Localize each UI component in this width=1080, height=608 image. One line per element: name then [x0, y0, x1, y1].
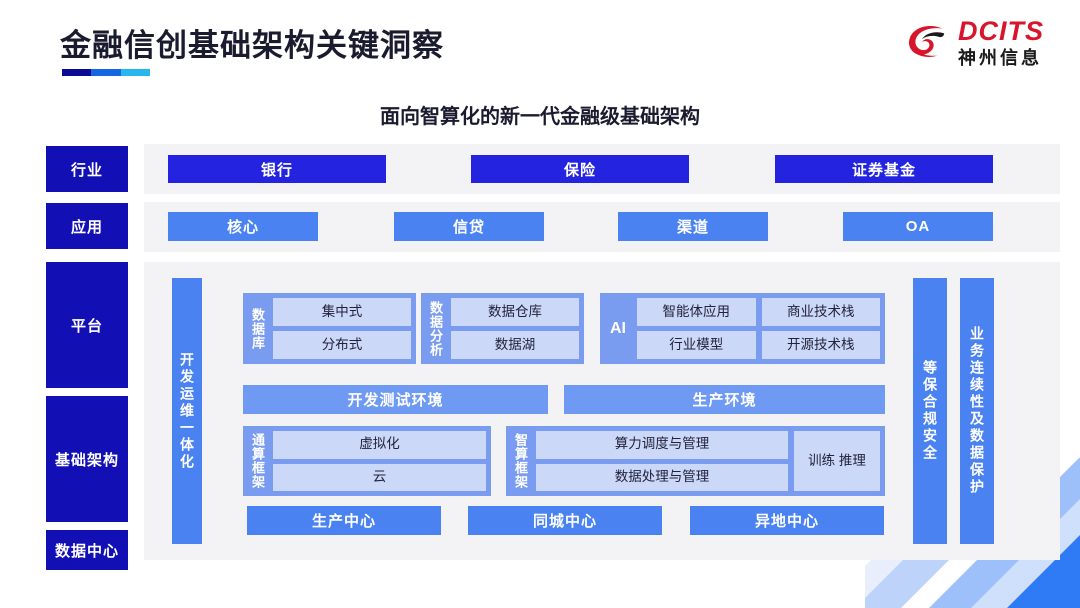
- cell-distributed[interactable]: 分布式: [273, 331, 411, 359]
- cell-training-inference[interactable]: 训练 推理: [794, 431, 880, 491]
- group-label-data-analysis: 数据分析: [428, 300, 443, 357]
- layer-label-industry: 行业: [46, 146, 128, 192]
- group-data-analysis[interactable]: 数据分析 数据仓库 数据湖: [421, 293, 584, 364]
- cell-agent-application[interactable]: 智能体应用: [637, 298, 756, 326]
- dcits-swirl-icon: [904, 20, 950, 66]
- group-database[interactable]: 数据库 集中式 分布式: [243, 293, 416, 364]
- cell-industry-model[interactable]: 行业模型: [637, 331, 756, 359]
- cell-compute-scheduling[interactable]: 算力调度与管理: [536, 431, 788, 459]
- cell-virtualization[interactable]: 虚拟化: [273, 431, 486, 459]
- layer-label-platform: 平台: [46, 262, 128, 388]
- vertical-bar-devops[interactable]: 开发运维一体化: [172, 278, 202, 544]
- industry-item-insurance[interactable]: 保险: [471, 155, 689, 183]
- cell-opensource-tech-stack[interactable]: 开源技术栈: [761, 331, 880, 359]
- layer-label-infrastructure: 基础架构: [46, 396, 128, 522]
- vertical-bar-business-continuity[interactable]: 业务连续性及数据保护: [960, 278, 994, 544]
- application-item-channel[interactable]: 渠道: [618, 212, 768, 241]
- datacenter-item-production[interactable]: 生产中心: [247, 506, 441, 535]
- group-label-general-compute: 通算框架: [250, 433, 265, 489]
- layer-label-datacenter: 数据中心: [46, 530, 128, 570]
- cell-data-lake[interactable]: 数据湖: [451, 331, 579, 359]
- cell-cloud[interactable]: 云: [273, 463, 486, 491]
- industry-item-securities-fund[interactable]: 证券基金: [775, 155, 993, 183]
- industry-item-bank[interactable]: 银行: [168, 155, 386, 183]
- application-item-oa[interactable]: OA: [843, 212, 993, 241]
- logo-text-en: DCITS: [958, 16, 1044, 46]
- group-label-ai: AI: [610, 319, 626, 337]
- datacenter-item-remote[interactable]: 异地中心: [690, 506, 884, 535]
- application-item-credit[interactable]: 信贷: [394, 212, 544, 241]
- brand-logo: DCITS 神州信息: [904, 18, 1044, 67]
- group-label-intelligent-compute: 智算框架: [513, 433, 528, 489]
- group-label-database: 数据库: [250, 307, 265, 350]
- group-ai[interactable]: AI 智能体应用 行业模型 商业技术栈 开源技术栈: [600, 293, 885, 364]
- cell-data-warehouse[interactable]: 数据仓库: [451, 298, 579, 326]
- cell-data-processing[interactable]: 数据处理与管理: [536, 463, 788, 491]
- cell-centralized[interactable]: 集中式: [273, 298, 411, 326]
- env-bar-production[interactable]: 生产环境: [564, 385, 885, 414]
- vertical-bar-compliance-security[interactable]: 等保合规安全: [913, 278, 947, 544]
- env-bar-dev-test[interactable]: 开发测试环境: [243, 385, 548, 414]
- cell-commercial-tech-stack[interactable]: 商业技术栈: [761, 298, 880, 326]
- datacenter-item-metro[interactable]: 同城中心: [468, 506, 662, 535]
- page-title: 金融信创基础架构关键洞察: [60, 28, 444, 63]
- title-underline-accent: [62, 69, 150, 76]
- group-general-compute-framework[interactable]: 通算框架 虚拟化 云: [243, 426, 491, 496]
- layer-label-application: 应用: [46, 203, 128, 249]
- logo-text-cn: 神州信息: [958, 48, 1042, 68]
- application-item-core[interactable]: 核心: [168, 212, 318, 241]
- diagram-subtitle: 面向智算化的新一代金融级基础架构: [380, 106, 700, 128]
- group-intelligent-compute-framework[interactable]: 智算框架 算力调度与管理 数据处理与管理 训练 推理: [506, 426, 885, 496]
